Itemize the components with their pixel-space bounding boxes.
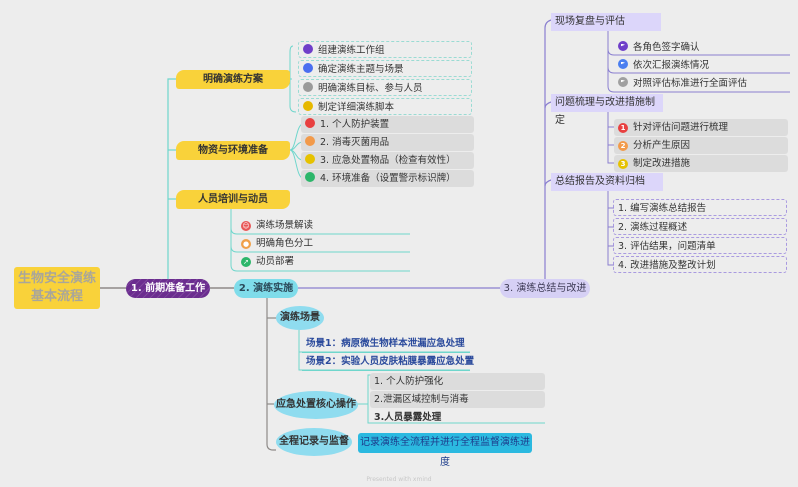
run-icon: ➚	[241, 257, 251, 267]
topic-training[interactable]: 人员培训与动员	[176, 190, 290, 209]
green-dot-icon	[305, 172, 315, 182]
list-item[interactable]: ➚ 动员部署	[237, 253, 407, 270]
branch-label: 1. 前期准备工作	[130, 283, 206, 294]
item-label: 制定改进措施	[633, 158, 691, 169]
topic-label: 演练场景	[280, 312, 320, 323]
list-item[interactable]: 确定演练主题与场景	[298, 60, 472, 77]
item-label: 各角色签字确认	[633, 42, 700, 53]
item-label: 2. 演练过程概述	[618, 222, 688, 233]
yellow-dot-icon	[305, 154, 315, 164]
branch-summary[interactable]: 3. 演练总结与改进	[500, 279, 590, 298]
item-label: 制定详细演练脚本	[318, 102, 395, 113]
topic-label: 明确演练方案	[203, 74, 263, 85]
priority-3-icon: 3	[618, 159, 628, 169]
item-label: 4. 环境准备（设置警示标识牌）	[320, 173, 456, 184]
item-label: 组建演练工作组	[318, 45, 385, 56]
item-label: 动员部署	[256, 256, 295, 267]
topic-label: 现场复盘与评估	[555, 16, 625, 27]
topic-issue-analysis[interactable]: 问题梳理与改进措施制定	[551, 94, 663, 126]
item-label: 演练场景解读	[256, 220, 314, 231]
gray-dot-icon	[303, 82, 313, 92]
list-item[interactable]: 1. 个人防护装置	[301, 116, 474, 133]
yellow-dot-icon	[303, 101, 313, 111]
person-icon: ●	[241, 239, 251, 249]
branch-label: 2. 演练实施	[238, 283, 294, 294]
topic-core-operations[interactable]: 应急处置核心操作	[274, 391, 358, 419]
list-item[interactable]: 3.人员暴露处理	[370, 409, 545, 426]
item-label: 场景2：实验人员皮肤粘膜暴露应急处置	[306, 356, 475, 367]
topic-label: 应急处置核心操作	[276, 399, 356, 410]
topic-report-archive[interactable]: 总结报告及资料归档	[551, 173, 663, 191]
list-item[interactable]: 2. 消毒灭菌用品	[301, 134, 474, 151]
topic-scenarios[interactable]: 演练场景	[276, 306, 324, 330]
branch-label: 3. 演练总结与改进	[503, 283, 587, 294]
list-item[interactable]: 依次汇报演练情况	[614, 57, 790, 74]
item-label: 依次汇报演练情况	[633, 60, 710, 71]
topic-label: 人员培训与动员	[198, 194, 268, 205]
list-item[interactable]: 3. 评估结果，问题清单	[613, 237, 787, 254]
topic-materials[interactable]: 物资与环境准备	[176, 141, 290, 160]
flag-icon	[618, 77, 628, 87]
list-item[interactable]: 3. 应急处置物品（检查有效性）	[301, 152, 474, 169]
flag-icon	[618, 59, 628, 69]
item-label: 3. 评估结果，问题清单	[618, 241, 716, 252]
list-item[interactable]: 对照评估标准进行全面评估	[614, 75, 790, 92]
item-label: 1. 编写演练总结报告	[618, 203, 707, 214]
list-item[interactable]: 明确演练目标、参与人员	[298, 79, 472, 96]
item-label: 4. 改进措施及整改计划	[618, 260, 716, 271]
list-item[interactable]: 4. 改进措施及整改计划	[613, 256, 787, 273]
list-item[interactable]: 3 制定改进措施	[614, 155, 788, 172]
blue-dot-icon	[303, 63, 313, 73]
list-item[interactable]: 2.泄漏区域控制与消毒	[370, 391, 545, 408]
list-item[interactable]: 4. 环境准备（设置警示标识牌）	[301, 170, 474, 187]
topic-label: 全程记录与监督	[279, 436, 349, 447]
topic-review[interactable]: 现场复盘与评估	[551, 13, 661, 31]
item-label: 分析产生原因	[633, 140, 691, 151]
list-item[interactable]: 1. 编写演练总结报告	[613, 199, 787, 216]
flag-icon	[618, 41, 628, 51]
orange-dot-icon	[305, 136, 315, 146]
list-item[interactable]: ● 明确角色分工	[237, 235, 407, 252]
list-item[interactable]: 1. 个人防护强化	[370, 373, 545, 390]
priority-2-icon: 2	[618, 141, 628, 151]
item-label: 记录演练全流程并进行全程监督演练进度	[360, 437, 530, 468]
item-label: 3. 应急处置物品（检查有效性）	[320, 155, 456, 166]
list-item[interactable]: 各角色签字确认	[614, 39, 790, 56]
topic-label: 总结报告及资料归档	[555, 176, 645, 187]
item-label: 2.泄漏区域控制与消毒	[374, 394, 469, 405]
branch-execution[interactable]: 2. 演练实施	[234, 279, 298, 298]
topic-recording[interactable]: 全程记录与监督	[276, 428, 352, 456]
item-label: 2. 消毒灭菌用品	[320, 137, 390, 148]
topic-label: 物资与环境准备	[198, 145, 268, 156]
root-title: 生物安全演练基本流程	[17, 271, 96, 304]
smile-icon: ☺	[241, 221, 251, 231]
purple-dot-icon	[303, 44, 313, 54]
scenario-item[interactable]: 场景2：实验人员皮肤粘膜暴露应急处置	[302, 353, 474, 371]
red-dot-icon	[305, 118, 315, 128]
topic-plan[interactable]: 明确演练方案	[176, 70, 290, 89]
list-item[interactable]: ☺ 演练场景解读	[237, 217, 407, 234]
list-item[interactable]: 2 分析产生原因	[614, 137, 788, 154]
item-label: 3.人员暴露处理	[374, 412, 442, 423]
item-label: 1. 个人防护强化	[374, 376, 444, 387]
recording-note[interactable]: 记录演练全流程并进行全程监督演练进度	[358, 433, 532, 468]
list-item[interactable]: 制定详细演练脚本	[298, 98, 472, 115]
item-label: 1. 个人防护装置	[320, 119, 390, 130]
item-label: 确定演练主题与场景	[318, 64, 404, 75]
item-label: 场景1：病原微生物样本泄漏应急处理	[306, 338, 465, 349]
list-item[interactable]: 组建演练工作组	[298, 41, 472, 58]
item-label: 明确角色分工	[256, 238, 314, 249]
root-topic[interactable]: 生物安全演练基本流程	[14, 267, 100, 309]
item-label: 针对评估问题进行梳理	[633, 122, 729, 133]
scenario-item[interactable]: 场景1：病原微生物样本泄漏应急处理	[302, 335, 470, 353]
item-label: 明确演练目标、参与人员	[318, 83, 423, 94]
watermark: Presented with xmind	[366, 476, 432, 483]
list-item[interactable]: 1 针对评估问题进行梳理	[614, 119, 788, 136]
list-item[interactable]: 2. 演练过程概述	[613, 218, 787, 235]
topic-label: 问题梳理与改进措施制定	[555, 97, 655, 126]
branch-preparation[interactable]: 1. 前期准备工作	[126, 279, 210, 298]
item-label: 对照评估标准进行全面评估	[633, 78, 748, 89]
priority-1-icon: 1	[618, 123, 628, 133]
